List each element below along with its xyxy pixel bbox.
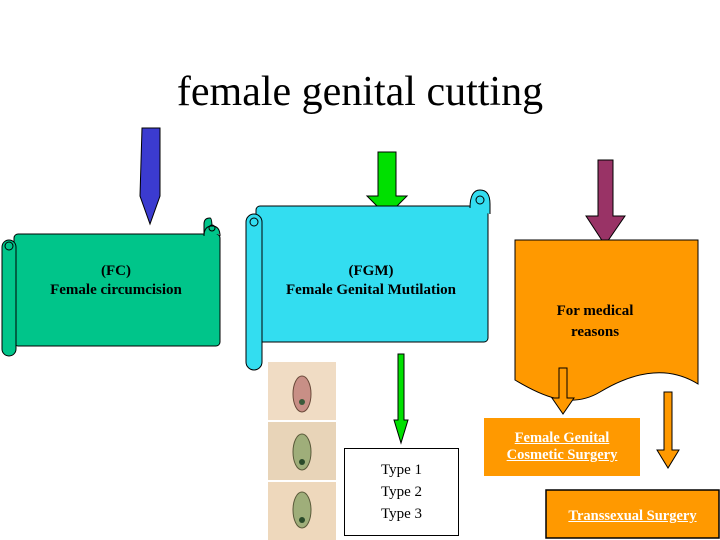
- fgm-text: Female Genital Mutilation: [286, 282, 456, 298]
- medical-line1: For medical: [556, 303, 634, 319]
- page-title: female genital cutting: [176, 69, 544, 115]
- fc-text: Female circumcision: [50, 282, 182, 298]
- cosmetic-box: [484, 418, 640, 476]
- types-box: Type 1 Type 2 Type 3: [344, 448, 459, 536]
- type-item-2: Type 2: [380, 484, 423, 500]
- green-arrow-types: [393, 353, 409, 445]
- medical-line2: reasons: [570, 324, 620, 340]
- transsexual-label[interactable]: Transsexual Surgery: [568, 508, 697, 524]
- cosmetic-line1[interactable]: Female Genital: [514, 430, 610, 446]
- cosmetic-line2[interactable]: Cosmetic Surgery: [506, 447, 618, 463]
- orange-arrow-cosmetic: [551, 367, 575, 415]
- type-item-3: Type 3: [380, 506, 423, 522]
- fc-abbr: (FC): [101, 263, 131, 279]
- cosmetic-label[interactable]: Female Genital Cosmetic Surgery: [484, 430, 640, 464]
- blue-arrow-fc: [139, 127, 161, 226]
- medical-label: For medical reasons: [525, 301, 665, 343]
- fgm-label: (FGM) Female Genital Mutilation: [258, 262, 484, 300]
- maroon-arrow-medical: [585, 159, 626, 246]
- scroll-fc: [1, 217, 221, 357]
- type-item-1: Type 1: [380, 462, 423, 478]
- wave-medical: [514, 239, 699, 401]
- fgm-abbr: (FGM): [348, 263, 394, 279]
- transsexual-box: [545, 489, 720, 539]
- orange-arrow-transsexual: [656, 391, 680, 469]
- illustration-panels: [268, 362, 336, 540]
- scroll-fgm: [245, 189, 491, 371]
- fc-label: (FC) Female circumcision: [18, 262, 214, 300]
